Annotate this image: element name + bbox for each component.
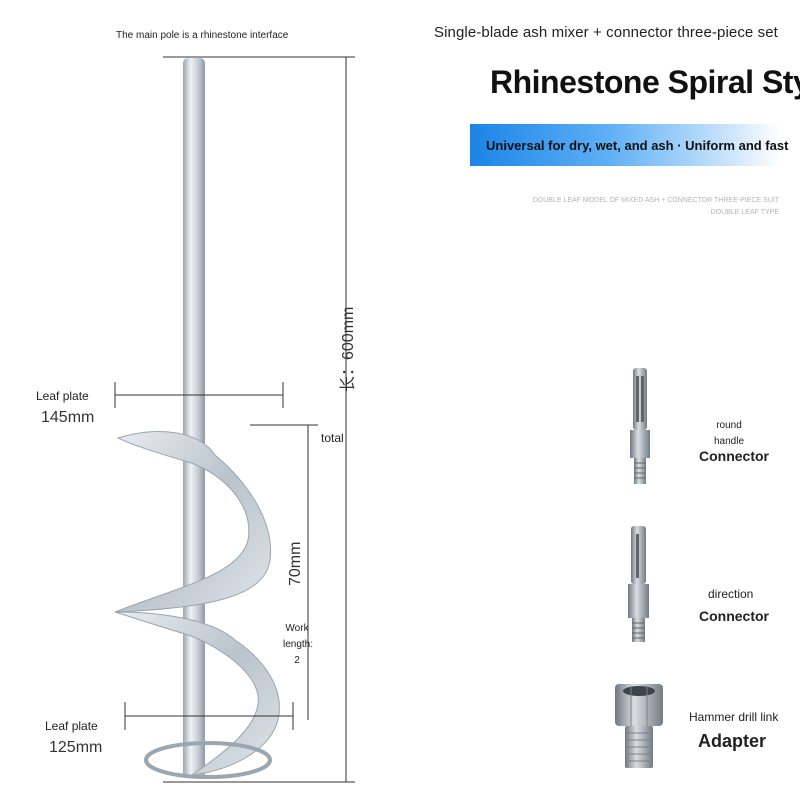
round-handle-sds-shank-icon <box>630 368 650 484</box>
leaf-plate-bottom-value: 125mm <box>49 739 103 756</box>
connector-1-small-line-1: round <box>716 420 742 431</box>
product-subtitle: Single-blade ash mixer + connector three… <box>434 24 778 41</box>
work-length-label: Work length: 2 <box>283 621 314 669</box>
leaf-plate-bottom-dimension <box>124 702 294 730</box>
square-handle-shank-icon <box>628 526 649 642</box>
main-rod <box>183 58 205 778</box>
work-length-value: 70mm <box>287 541 304 586</box>
bottom-ring <box>144 741 272 779</box>
english-caption-line-1: DOUBLE LEAF MODEL OF MIXED ASH + CONNECT… <box>532 197 779 204</box>
hex-adapter-nut-icon <box>615 684 663 768</box>
page-title: Rhinestone Spiral Style <box>490 64 800 100</box>
leaf-plate-top-label: Leaf plate <box>36 389 89 403</box>
work-length-dimension <box>250 424 318 720</box>
work-length-label-line-2: length: <box>283 639 314 650</box>
feature-banner: Universal for dry, wet, and ash · Unifor… <box>470 124 788 166</box>
connector-3-name: Adapter <box>698 731 767 751</box>
leaf-plate-top-value: 145mm <box>41 409 95 426</box>
leaf-plate-top-dimension <box>114 382 284 408</box>
english-caption-line-2: DOUBLE LEAF TYPE <box>710 209 779 216</box>
connector-3-small-line-1: Hammer drill link <box>689 710 779 724</box>
work-length-label-line-3: 2 <box>294 655 300 666</box>
spiral-blade-upper <box>114 431 272 613</box>
total-length-value: 长：600mm <box>340 306 357 392</box>
connector-2-small-line-1: direction <box>708 587 754 601</box>
work-length-label-line-1: Work <box>285 623 309 634</box>
main-pole-note: The main pole is a rhinestone interface <box>116 30 289 41</box>
english-caption: DOUBLE LEAF MODEL OF MIXED ASH + CONNECT… <box>533 195 779 219</box>
connector-1-name: Connector <box>699 448 769 464</box>
total-length-dimension <box>163 56 355 783</box>
spiral-blade-lower <box>114 611 280 776</box>
total-label: total <box>321 431 344 445</box>
connector-2-name: Connector <box>699 608 769 624</box>
leaf-plate-bottom-label: Leaf plate <box>45 719 98 733</box>
feature-banner-text: Universal for dry, wet, and ash · Unifor… <box>486 138 789 153</box>
connector-1-small-line-2: handle <box>713 436 745 447</box>
